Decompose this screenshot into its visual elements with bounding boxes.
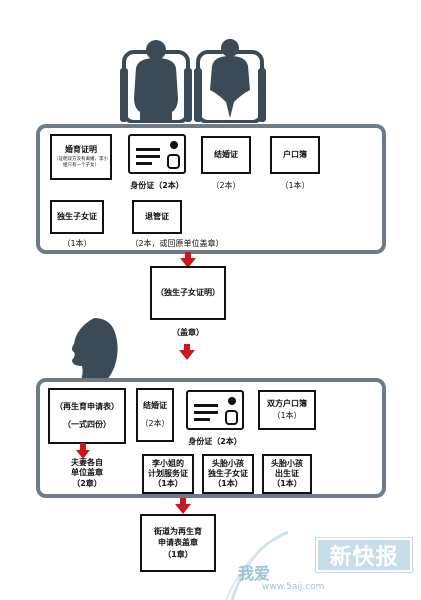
newspaper-logo-badge: 新快报	[316, 538, 412, 572]
retirement-cert-title: 退管证	[145, 212, 169, 221]
elderly-couple-illustration	[120, 39, 266, 123]
street-office-stamp-card: 街道为再生育 申请表盖章 （1章）	[140, 514, 216, 572]
both-hukou-count: （1本）	[272, 411, 302, 420]
birth-cert-text: 头胎小孩 出生证 （1本）	[271, 459, 303, 488]
household-register-card: 户口簿	[270, 136, 320, 174]
first-child-cert-text: 头胎小孩 独生子女证 （1本）	[208, 459, 248, 488]
id-card-icon	[136, 141, 180, 169]
down-arrow-icon	[175, 498, 191, 514]
only-child-cert-title: 独生子女证	[57, 212, 97, 221]
marriage-childbirth-proof-card: 婚育证明 （证明双方没有离婚，李小姐只有一个子女）	[50, 134, 112, 180]
only-child-proof-card: （独生子女证明）	[150, 266, 226, 320]
only-child-certificate-card: 独生子女证	[50, 200, 104, 234]
both-household-register-card: 双方户口簿 （1本）	[258, 390, 316, 430]
final-text: 街道为再生育 申请表盖章 （1章）	[154, 527, 202, 559]
marriage-cert-title-2: 结婚证	[143, 401, 167, 410]
id-card-icon	[194, 397, 238, 425]
marriage-proof-note: （证明双方没有离婚，李小姐只有一个子女）	[54, 157, 108, 168]
unit-stamp-caption: 夫妻各自 单位盖章 （2章）	[71, 458, 103, 488]
down-arrow-icon	[180, 252, 196, 268]
retirement-certificate-card: 退管证	[132, 200, 182, 234]
marriage-proof-title: 婚育证明	[65, 145, 97, 155]
application-subtitle: （一式四份）	[63, 420, 111, 429]
family-planning-service-card: 李小姐的 计划服务证 （1本）	[142, 454, 194, 494]
application-title: （再生育申请表）	[55, 402, 119, 411]
marriage-cert-count-2: （2本）	[140, 419, 170, 428]
only-child-proof-title: （独生子女证明）	[156, 288, 220, 297]
marriage-cert-count: （2本）	[211, 181, 241, 190]
woman-silhouette-illustration	[72, 318, 118, 382]
watermark-site-text: 我爱	[238, 564, 271, 583]
marriage-certificate-card-2: 结婚证 （2本）	[136, 388, 174, 442]
only-child-cert-count: （1本）	[62, 239, 92, 248]
id-card	[128, 134, 186, 174]
marriage-certificate-card: 结婚证	[201, 136, 251, 174]
hukou-title: 户口簿	[283, 150, 307, 159]
id-card-2	[186, 390, 244, 430]
watermark-swirl	[225, 530, 289, 600]
both-hukou-title: 双方户口簿	[267, 399, 307, 408]
down-arrow-icon	[76, 443, 90, 459]
down-arrow-icon	[179, 344, 195, 360]
stamp-caption: （盖章）	[172, 328, 204, 337]
marriage-cert-title: 结婚证	[214, 150, 238, 159]
first-child-only-child-cert-card: 头胎小孩 独生子女证 （1本）	[202, 454, 254, 494]
first-child-birth-cert-card: 头胎小孩 出生证 （1本）	[262, 454, 312, 494]
retirement-cert-count: （2本，或回原单位盖章）	[130, 239, 224, 248]
rebirth-application-card: （再生育申请表） （一式四份）	[48, 388, 126, 444]
id-card-caption-2: 身份证（2本）	[188, 437, 242, 446]
hukou-count: （1本）	[280, 181, 310, 190]
id-card-caption: 身份证（2本）	[130, 181, 184, 190]
family-plan-text: 李小姐的 计划服务证 （1本）	[148, 459, 188, 488]
watermark-url: www.5aij.com	[262, 582, 325, 592]
